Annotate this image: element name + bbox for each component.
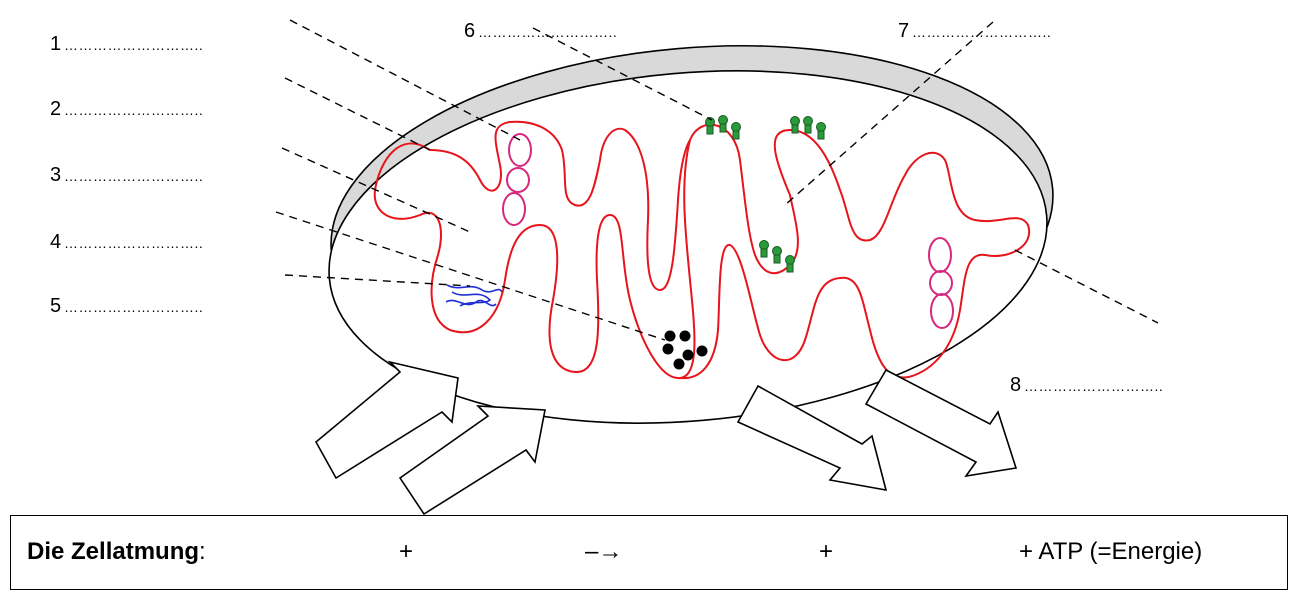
label-number-5: 5 xyxy=(50,295,61,317)
label-blank-8[interactable]: ……………………….. xyxy=(1024,378,1163,394)
leader-line-8 xyxy=(1014,249,1159,324)
atp-synthase-group-top-left xyxy=(705,115,741,140)
leader-line-6 xyxy=(532,27,713,121)
label-blank-4[interactable]: ……………………….. xyxy=(64,235,203,251)
label-number-2: 2 xyxy=(50,98,61,120)
atp-synthase-group-top-right xyxy=(790,116,826,140)
label-number-7: 7 xyxy=(898,20,909,42)
leader-line-4 xyxy=(275,211,666,341)
equation-box: Die Zellatmung: + –→ + + ATP (=Energie) xyxy=(10,515,1288,590)
output-arrow-2-shape xyxy=(864,368,1018,478)
leader-lines xyxy=(275,19,1159,341)
mitochondrion-diagram: 1 ……………………….. 2 ……………………….. 3 ……………………….… xyxy=(50,19,1163,515)
matrix-granules xyxy=(662,330,708,370)
equation-title-bold: Die Zellatmung xyxy=(27,538,200,565)
label-number-6: 6 xyxy=(464,20,475,42)
equation-colon: : xyxy=(199,538,206,565)
equation-arrow: –→ xyxy=(585,538,623,565)
input-arrow-2-shape xyxy=(398,405,546,515)
granule-cluster-left xyxy=(502,133,532,226)
equation-title: Die Zellatmung: xyxy=(27,538,206,566)
output-arrow-1-shape xyxy=(736,384,888,492)
label-blank-5[interactable]: ……………………….. xyxy=(64,299,203,315)
label-number-4: 4 xyxy=(50,231,61,253)
leader-line-3 xyxy=(281,147,471,233)
leader-line-7 xyxy=(784,21,994,206)
input-arrow-1-shape xyxy=(314,360,459,480)
label-blank-7[interactable]: ……………………….. xyxy=(912,24,1051,40)
equation-plus-1: + xyxy=(399,538,414,565)
inner-membrane-left-lobe xyxy=(429,120,691,292)
dna-strands xyxy=(445,284,503,307)
granule-cluster-right xyxy=(928,237,954,329)
label-3: 3 ……………………….. xyxy=(50,164,203,186)
label-7: 7 ……………………….. xyxy=(898,20,1051,42)
label-blank-3[interactable]: ……………………….. xyxy=(64,168,203,184)
outer-membrane-front xyxy=(328,70,1048,424)
leader-line-1 xyxy=(289,19,521,141)
atp-synthase-group-middle xyxy=(759,240,795,273)
label-blank-1[interactable]: ……………………….. xyxy=(64,37,203,53)
equation-result: + ATP (=Energie) xyxy=(1019,538,1203,565)
label-1: 1 ……………………….. xyxy=(50,33,203,55)
label-4: 4 ……………………….. xyxy=(50,231,203,253)
label-number-3: 3 xyxy=(50,164,61,186)
label-blank-2[interactable]: ……………………….. xyxy=(64,102,203,118)
label-2: 2 ……………………….. xyxy=(50,98,203,120)
label-8: 8 ……………………….. xyxy=(1010,374,1163,396)
equation-plus-2: + xyxy=(819,538,834,565)
leader-line-5 xyxy=(284,274,471,287)
label-number-1: 1 xyxy=(50,33,61,55)
label-6: 6 ……………………….. xyxy=(464,20,617,42)
label-5: 5 ……………………….. xyxy=(50,295,203,317)
label-blank-6[interactable]: ……………………….. xyxy=(478,24,617,40)
label-number-8: 8 xyxy=(1010,374,1021,396)
